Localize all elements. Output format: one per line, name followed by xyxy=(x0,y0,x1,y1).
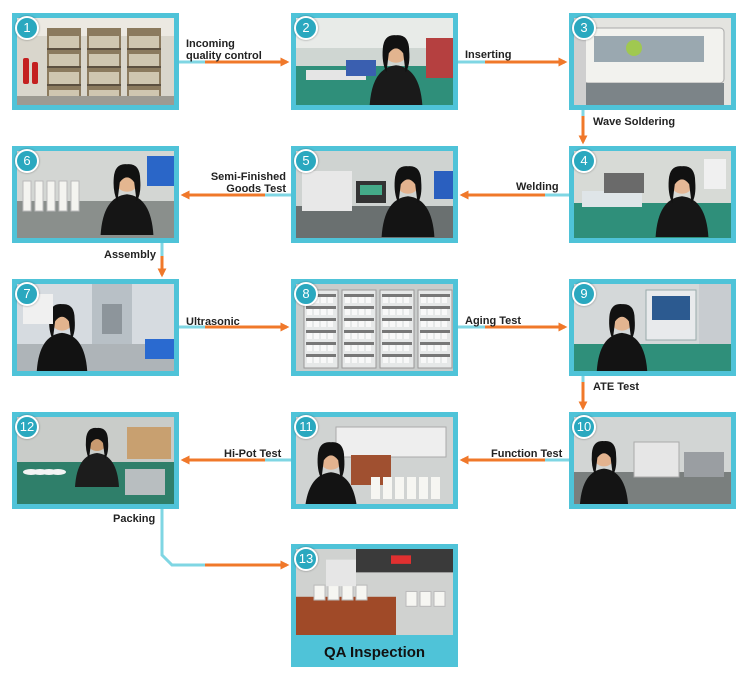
label-inserting: Inserting xyxy=(465,49,512,61)
step-10-box: 10 xyxy=(569,412,736,509)
qa-inspection-caption: QA Inspection xyxy=(291,639,458,667)
step-12-photo xyxy=(17,417,174,504)
step-2-photo xyxy=(296,18,453,105)
label-incoming-line1: Incoming xyxy=(186,38,235,50)
step-11-badge: 11 xyxy=(294,415,318,439)
scene-illustration xyxy=(296,549,453,635)
step-10-badge: 10 xyxy=(572,415,596,439)
step-10-photo xyxy=(574,417,731,504)
label-incoming-line2: quality control xyxy=(186,50,262,62)
step-1-box: 1 xyxy=(12,13,179,110)
label-packing: Packing xyxy=(113,513,156,525)
step-8-box: 8 xyxy=(291,279,458,376)
step-2-box: 2 xyxy=(291,13,458,110)
label-semi-finished-line1: Semi-Finished xyxy=(210,171,286,183)
step-4-photo xyxy=(574,151,731,238)
step-6-badge: 6 xyxy=(15,149,39,173)
arrow-12-to-13-line xyxy=(160,509,205,567)
label-semi-finished-line2: Goods Test xyxy=(226,183,286,195)
scene-illustration xyxy=(17,151,174,238)
step-7-box: 7 xyxy=(12,279,179,376)
scene-illustration xyxy=(574,151,731,238)
step-11-photo xyxy=(296,417,453,504)
step-7-photo xyxy=(17,284,174,371)
scene-illustration xyxy=(574,417,731,504)
scene-illustration xyxy=(296,284,453,371)
label-assembly: Assembly xyxy=(104,249,156,261)
step-6-photo xyxy=(17,151,174,238)
step-9-box: 9 xyxy=(569,279,736,376)
scene-illustration xyxy=(574,18,731,105)
step-12-box: 12 xyxy=(12,412,179,509)
step-13-badge: 13 xyxy=(294,547,318,571)
step-9-photo xyxy=(574,284,731,371)
scene-illustration xyxy=(296,151,453,238)
step-3-photo xyxy=(574,18,731,105)
step-4-badge: 4 xyxy=(572,149,596,173)
label-welding: Welding xyxy=(516,181,559,193)
step-12-badge: 12 xyxy=(15,415,39,439)
step-2-badge: 2 xyxy=(294,16,318,40)
step-3-badge: 3 xyxy=(572,16,596,40)
step-7-badge: 7 xyxy=(15,282,39,306)
step-9-badge: 9 xyxy=(572,282,596,306)
scene-illustration xyxy=(574,284,731,371)
label-incoming: Incoming quality control xyxy=(186,38,262,62)
scene-illustration xyxy=(296,18,453,105)
step-1-badge: 1 xyxy=(15,16,39,40)
scene-illustration xyxy=(296,417,453,504)
step-1-photo xyxy=(17,18,174,105)
step-11-box: 11 xyxy=(291,412,458,509)
label-wave-soldering: Wave Soldering xyxy=(593,116,676,128)
step-8-photo xyxy=(296,284,453,371)
scene-illustration xyxy=(17,284,174,371)
step-13-photo xyxy=(296,549,453,635)
scene-illustration xyxy=(17,18,174,105)
arrow-12-to-13 xyxy=(160,509,290,570)
step-5-photo xyxy=(296,151,453,238)
step-3-box: 3 xyxy=(569,13,736,110)
label-ultrasonic: Ultrasonic xyxy=(186,316,240,328)
step-5-box: 5 xyxy=(291,146,458,243)
step-6-box: 6 xyxy=(12,146,179,243)
label-ate-test: ATE Test xyxy=(593,381,640,393)
label-hipot-test: Hi-Pot Test xyxy=(224,448,282,460)
step-13-box: 13 QA Inspection xyxy=(291,544,458,667)
label-aging-test: Aging Test xyxy=(465,315,522,327)
label-function-test: Function Test xyxy=(491,448,563,460)
step-5-badge: 5 xyxy=(294,149,318,173)
scene-illustration xyxy=(17,417,174,504)
label-semi-finished: Semi-Finished Goods Test xyxy=(190,171,286,195)
step-4-box: 4 xyxy=(569,146,736,243)
step-8-badge: 8 xyxy=(294,282,318,306)
